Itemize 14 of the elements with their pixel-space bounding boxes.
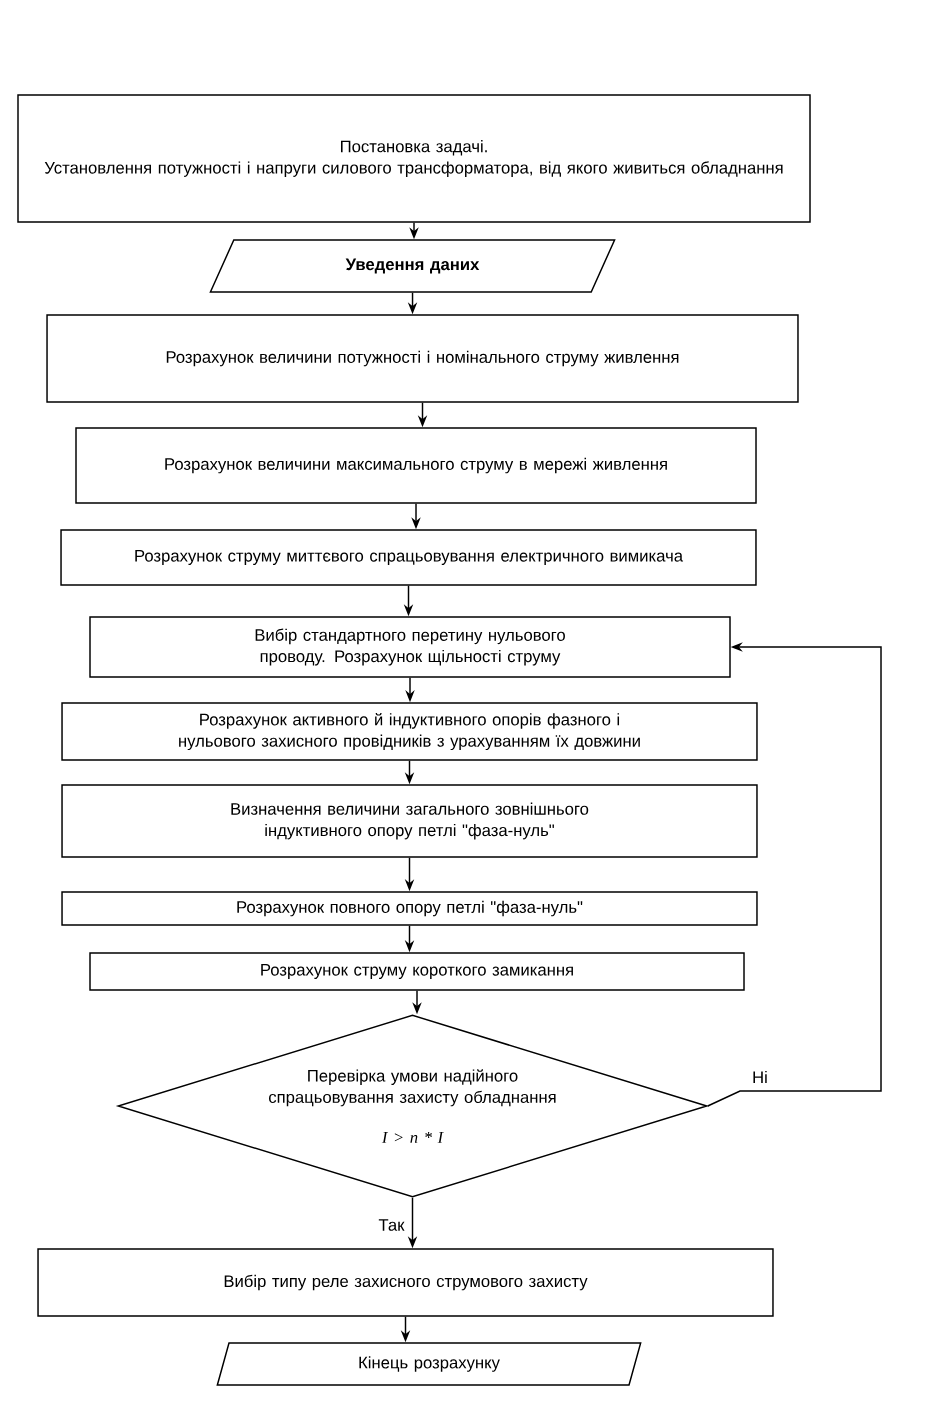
process-box: Розрахунок струму короткого замикання [89, 952, 745, 991]
process-box: Визначення величини загального зовнішнього індуктивного опору петлі "фаза-нуль" [61, 784, 758, 858]
process-box: Вибір стандартного перетину нульового проводу. Розрахунок щільності струму [89, 616, 731, 678]
process-box: Розрахунок величини максимального струму в мережі живлення [75, 427, 757, 504]
process-box: Розрахунок повного опору петлі "фаза-нуль" [61, 891, 758, 926]
process-box: Розрахунок активного й індуктивного опорів фазного і нульового захисного провідників з урахуванням їх довжини [61, 702, 758, 761]
io-parallelogram: Кінець розрахунку [216, 1342, 642, 1386]
process-box: Розрахунок величини потужності і номінального струму живлення [46, 314, 799, 403]
process-box: Вибір типу реле захисного струмового захисту [37, 1248, 774, 1317]
edge-label: Так [377, 1217, 406, 1233]
io-parallelogram: Уведення даних [209, 239, 616, 293]
process-box: Постановка задачі. Установлення потужності і напруги силового трансформатора, від якого живиться обладнання [17, 94, 811, 223]
process-box: Розрахунок струму миттєвого спрацьовування електричного вимикача [60, 529, 757, 586]
edge-label: Ні [750, 1069, 770, 1085]
